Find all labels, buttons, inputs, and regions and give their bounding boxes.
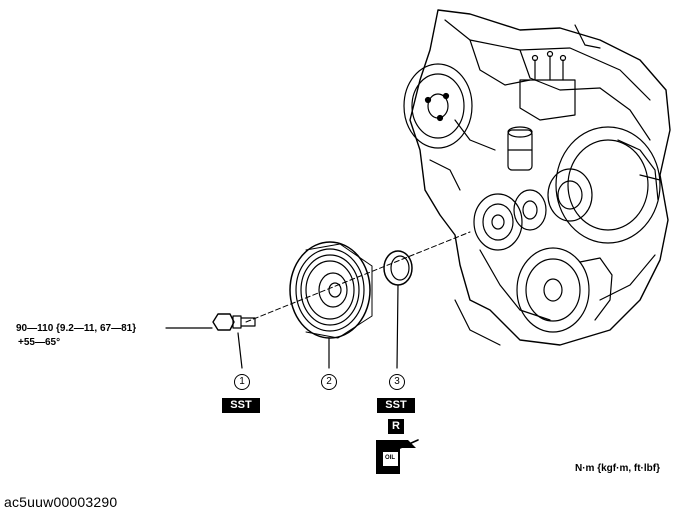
figure-code: ac5uuw00003290 [4,494,118,510]
leader-part-3 [396,284,399,369]
assembly-axis [245,231,471,323]
water-pump-pulley [403,63,473,149]
part-number-2: 2 [321,374,337,390]
replace-badge-part-3: R [388,419,404,434]
torque-spec-line1: 90—110 {9.2—11, 67—81} [16,323,137,334]
crankshaft-nose [473,189,547,251]
crankshaft-pulley [289,241,373,339]
sensor-connector [519,50,576,121]
torque-spec-line2: +55—65° [18,337,61,348]
pulley-bolt [212,313,256,331]
alternator [547,126,661,244]
engine-block [409,9,671,346]
units-legend: N·m {kgf·m, ft·lbf} [575,463,660,474]
part-number-1: 1 [234,374,250,390]
oil-icon-label: OIL [385,455,395,461]
leader-part-1 [237,332,243,369]
idler-pulley [516,247,613,333]
sst-badge-part-3: SST [377,398,415,413]
sst-badge-part-1: SST [222,398,260,413]
oil-can-icon [376,439,419,474]
oil-seal [383,250,413,286]
part-number-3: 3 [389,374,405,390]
tensioner [507,126,533,171]
